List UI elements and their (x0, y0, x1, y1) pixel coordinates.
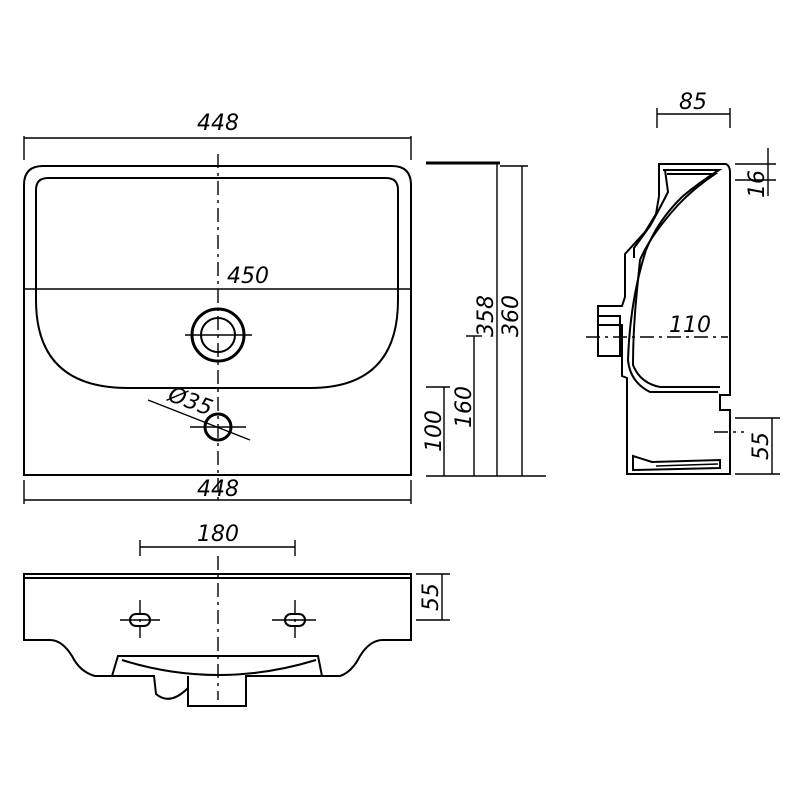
dim-text-360: 360 (499, 295, 524, 337)
front-bowl (35, 287, 399, 389)
side-outline (597, 163, 731, 475)
side-bowl-inner (626, 169, 723, 393)
side-waste-spigot (597, 315, 621, 357)
dim-heights: 100 160 358 360 (422, 161, 546, 477)
dim-text-450: 450 (227, 264, 269, 289)
front-view (23, 154, 412, 500)
top-outline (23, 573, 412, 707)
side-rim-lip (633, 169, 670, 258)
dim-text-16: 16 (745, 170, 770, 198)
top-view (23, 556, 412, 707)
dim-text-180: 180 (197, 522, 239, 547)
dim-front-top-width: 448 (23, 111, 412, 160)
dim-text-358: 358 (474, 295, 499, 337)
side-base (632, 454, 721, 472)
dim-front-bottom-width: 448 (23, 477, 412, 504)
dim-text-85: 85 (679, 90, 707, 115)
dim-top-55: 55 (416, 573, 450, 621)
tap-hole-diameter-leader (147, 399, 251, 441)
side-base-line (655, 463, 719, 467)
dim-text-160: 160 (452, 386, 477, 428)
dim-text-55-side: 55 (749, 432, 774, 460)
top-bowl-curve (121, 659, 317, 676)
dim-text-55-top: 55 (419, 583, 444, 611)
dim-side-85: 85 (656, 90, 731, 128)
dim-text-100: 100 (422, 410, 447, 452)
side-bowl-inner-2 (631, 173, 720, 388)
side-view (586, 163, 744, 475)
dim-text-110: 110 (669, 313, 711, 338)
front-outline (23, 165, 412, 476)
dim-text-448-bottom: 448 (197, 477, 239, 502)
dim-side-16: 16 (735, 148, 776, 198)
dim-top-180: 180 (139, 522, 296, 556)
dim-text-448-top: 448 (197, 111, 239, 136)
dim-side-55: 55 (735, 417, 780, 475)
front-inner-rim (35, 177, 399, 287)
